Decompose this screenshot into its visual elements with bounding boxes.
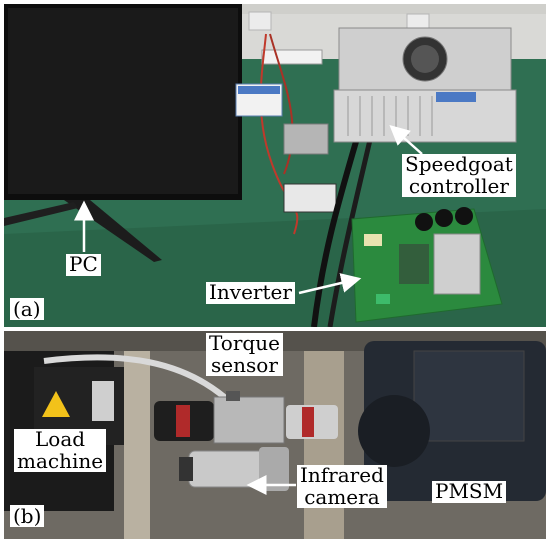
inverter-arrow bbox=[298, 273, 362, 295]
speedgoat-label-line1: Speedgoat bbox=[405, 152, 513, 176]
torque-label-line2: sensor bbox=[211, 352, 278, 377]
infrared-label-line2: camera bbox=[304, 484, 380, 509]
torque-label-line1: Torque bbox=[209, 331, 280, 355]
speedgoat-arrow bbox=[389, 125, 423, 155]
infrared-camera-label: Infrared camera bbox=[297, 463, 387, 509]
load-machine-label: Load machine bbox=[14, 427, 107, 473]
load-label-line2: machine bbox=[17, 448, 104, 473]
panel-b-photo: Torque sensor Load machine Infrared came… bbox=[4, 331, 546, 539]
panel-a-photo: PC Speedgoat controller Inverter (a) bbox=[4, 4, 546, 327]
speedgoat-label-line2: controller bbox=[408, 173, 509, 198]
load-label-line1: Load bbox=[35, 427, 86, 451]
panel-b-arrows bbox=[246, 475, 296, 495]
panel-b-scene bbox=[4, 331, 546, 539]
pc-label: PC bbox=[66, 253, 101, 276]
infrared-label-line1: Infrared bbox=[300, 463, 384, 487]
panel-a-arrows bbox=[74, 125, 423, 295]
pmsm-label: PMSM bbox=[432, 480, 507, 503]
panel-a-tag: (a) bbox=[10, 298, 44, 320]
speedgoat-label: Speedgoat controller bbox=[402, 152, 516, 198]
torque-sensor-label: Torque sensor bbox=[206, 331, 283, 377]
inverter-label: Inverter bbox=[206, 281, 295, 304]
panel-b-tag: (b) bbox=[10, 505, 45, 527]
